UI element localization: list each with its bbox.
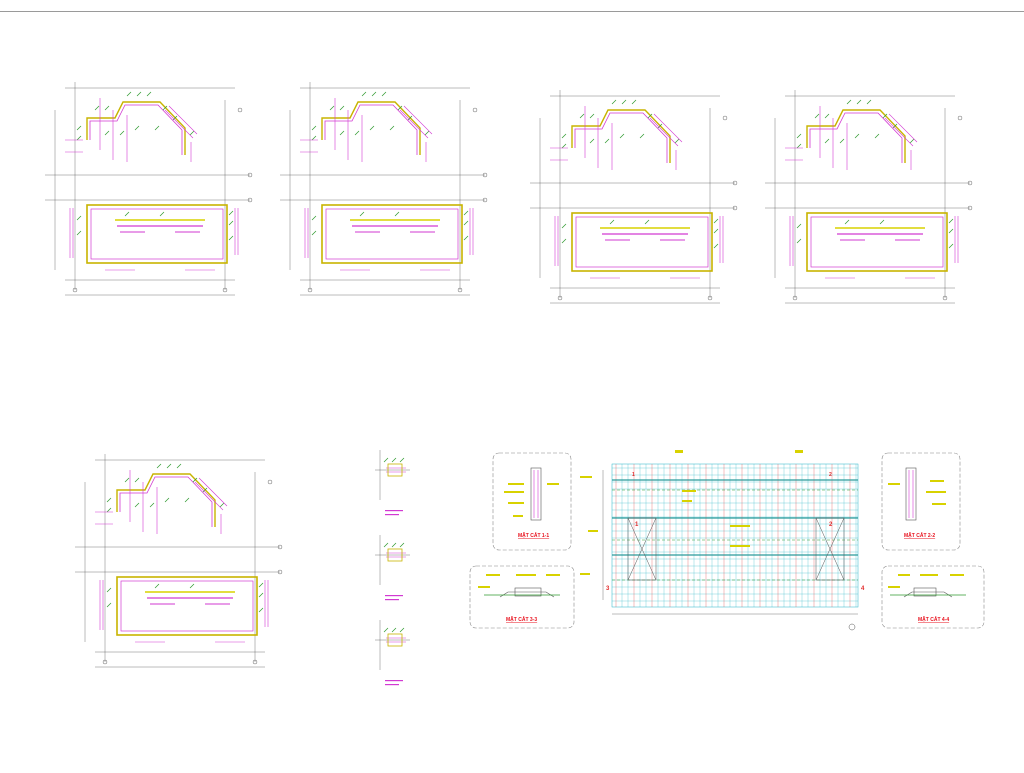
grid-marker-2: 2 (829, 522, 833, 528)
column-detail-2 (374, 534, 411, 586)
section-box-44 (881, 565, 985, 629)
svg-text:1: 1 (632, 472, 635, 478)
foundation-plan-1 (44, 81, 253, 296)
svg-text:2: 2 (829, 472, 832, 478)
grid-marker-3: 3 (606, 586, 610, 592)
foundation-plan-3 (529, 89, 738, 304)
section-title-11: MẶT CẮT 1-1 (518, 531, 549, 539)
section-box-11 (492, 452, 572, 551)
section-title-33: MẶT CẮT 3-3 (506, 615, 537, 623)
foundation-plan-5 (74, 453, 283, 668)
section-title-44: MẶT CẮT 4-4 (918, 615, 949, 623)
grid-marker-1: 1 (635, 522, 639, 528)
grid-marker-4: 4 (861, 586, 865, 592)
foundation-plan-2 (279, 81, 488, 296)
foundation-plan-4 (764, 89, 973, 304)
column-detail-1 (374, 449, 411, 501)
column-detail-3 (374, 619, 411, 671)
sheet-border-line (0, 11, 1024, 12)
section-box-33 (469, 565, 575, 629)
mat-foundation-plan: 1 2 3 4 1 2 (580, 450, 865, 631)
section-box-22 (881, 452, 961, 551)
column-detail-notes (385, 510, 403, 686)
section-title-22: MẶT CẮT 2-2 (904, 531, 935, 539)
